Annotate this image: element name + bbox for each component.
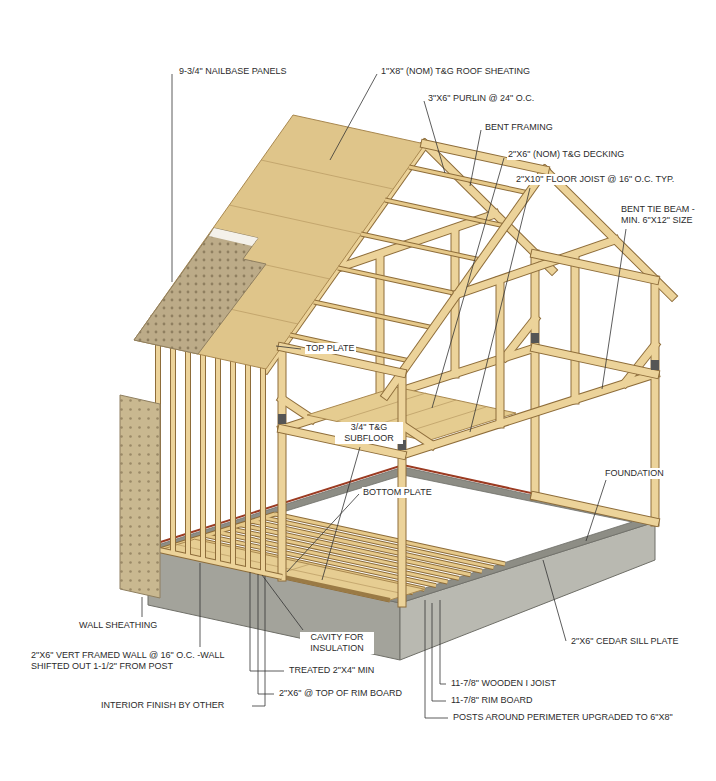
- leader-line: [425, 600, 448, 718]
- callout-label: CAVITY FOR INSULATION: [300, 632, 374, 654]
- leader-line: [252, 576, 265, 706]
- leader-line: [172, 74, 173, 282]
- leader-line: [330, 74, 377, 160]
- leader-line: [262, 575, 303, 630]
- subfloor-seam: [177, 545, 407, 595]
- callout-label: 11-7/8" RIM BOARD: [450, 695, 534, 706]
- callout-label: POSTS AROUND PERIMETER UPGRADED TO 6"X8": [452, 712, 674, 723]
- leader-line: [470, 188, 530, 432]
- leader-lines: [142, 74, 626, 718]
- floor-joists: [160, 514, 505, 600]
- callout-label: 3"X6" PURLIN @ 24" O.C.: [427, 93, 535, 104]
- bent-frame: [386, 170, 672, 603]
- callout-label: INTERIOR FINISH BY OTHER: [100, 700, 225, 711]
- callout-label: BOTTOM PLATE: [362, 487, 433, 498]
- callout-label: 2"X6" @ TOP OF RIM BOARD: [278, 688, 403, 699]
- callout-label: 2"X6" CEDAR SILL PLATE: [570, 636, 679, 647]
- leader-line: [602, 229, 626, 389]
- leader-line: [276, 346, 301, 349]
- floor-joists: [160, 514, 505, 600]
- leader-line: [432, 158, 504, 408]
- callout-label: 2"X6" (NOM) T&G DECKING: [507, 149, 625, 160]
- leader-line: [142, 597, 143, 617]
- callout-label: TOP PLATE: [305, 343, 356, 354]
- leader-line: [470, 130, 481, 186]
- callout-label: BENT FRAMING: [484, 122, 554, 133]
- callout-label: BENT TIE BEAM -MIN. 6"X12" SIZE: [620, 204, 712, 226]
- roof-board: [229, 205, 361, 234]
- callout-label: TREATED 2"X4" MIN: [288, 665, 375, 676]
- steel-bracket: [651, 360, 659, 370]
- leader-line: [440, 600, 446, 684]
- callout-label: 2"X10" FLOOR JOIST @ 16" O.C. TYP.: [515, 174, 675, 185]
- roof-sheathing: [134, 115, 425, 369]
- nailbase-panel: [134, 228, 266, 354]
- leader-line: [258, 574, 274, 694]
- callout-label: 9-3/4" NAILBASE PANELS: [178, 66, 288, 77]
- connecting-beams: [282, 144, 655, 522]
- leader-line: [287, 494, 359, 572]
- leader-line: [586, 480, 606, 541]
- callout-label: 1"X8" (NOM) T&G ROOF SHEATING: [380, 66, 531, 77]
- leader-line: [200, 563, 201, 647]
- callout-label: 3/4" T&G SUBFLOOR: [335, 422, 403, 444]
- steel-bracket: [531, 333, 539, 343]
- leader-line: [424, 101, 445, 173]
- panel-flashing: [209, 228, 258, 246]
- callout-label: 2"X6" VERT FRAMED WALL @ 16" O.C. -WALL …: [30, 650, 247, 672]
- leader-line: [543, 560, 566, 641]
- connecting-beams: [282, 144, 655, 522]
- bent-frame: [386, 170, 672, 603]
- roof-board: [261, 160, 393, 189]
- leader-line: [250, 572, 284, 671]
- callout-label: WALL SHEATHING: [78, 620, 158, 631]
- wall-sheathing: [120, 395, 160, 598]
- steel-bracket: [278, 414, 286, 424]
- leader-line: [432, 603, 446, 701]
- callout-label: 11-7/8" WOODEN I JOIST: [450, 678, 557, 689]
- callout-label: FOUNDATION: [604, 468, 665, 479]
